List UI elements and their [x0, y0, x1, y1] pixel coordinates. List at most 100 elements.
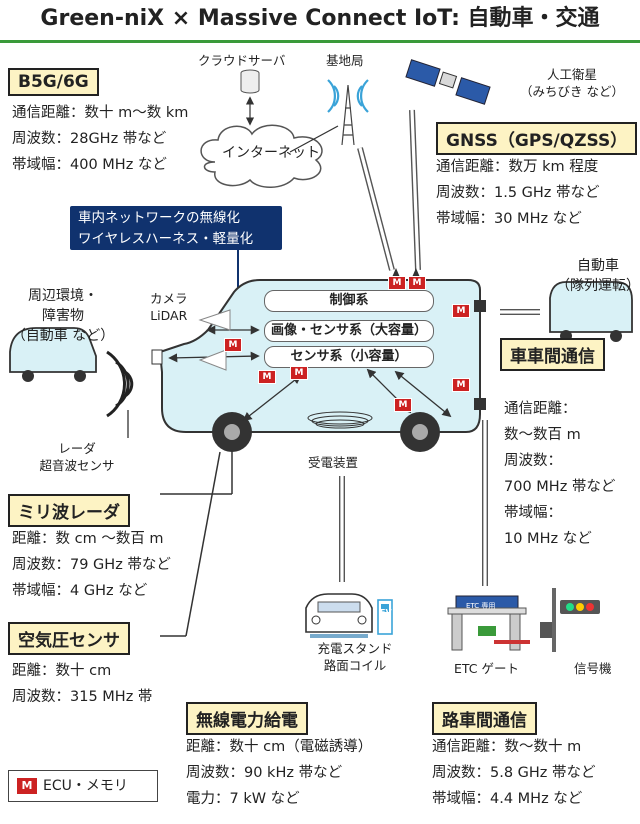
image-sensor-system: 画像・センサ系（大容量）	[264, 320, 434, 342]
spec-line: 周波数：28GHz 帯など	[12, 131, 167, 147]
etc-gate-icon	[447, 595, 530, 651]
etc-gate-sign: ETC 専用	[466, 602, 496, 610]
legend-text: ECU・メモリ	[43, 778, 128, 794]
satellite-label-line: 人工衛星	[546, 67, 597, 82]
base-station-label: 基地局	[326, 53, 364, 68]
platoon-label: 自動車 （隊列運転）	[556, 256, 640, 296]
mmwave-header: ミリ波レーダ	[8, 494, 130, 527]
v2i-spec: 通信距離：数〜数十 m 周波数：5.8 GHz 帯など 帯域幅：4.4 MHz …	[432, 734, 596, 812]
obstacle-car-icon	[9, 327, 97, 373]
radar-label-line: 超音波センサ	[39, 458, 115, 473]
tpms-header: 空気圧センサ	[8, 622, 130, 655]
satellite-label-line: （みちびき など）	[520, 84, 624, 99]
spec-line: 距離：数十 cm	[12, 663, 112, 679]
wpt-spec: 距離：数十 cm（電磁誘導） 周波数：90 kHz 帯など 電力：7 kW など	[186, 734, 372, 812]
camera-icon	[151, 349, 163, 365]
charging-car-icon	[305, 593, 373, 633]
station-label-line: 充電スタンド	[317, 641, 393, 656]
legend: M ECU・メモリ	[8, 770, 158, 802]
spec-line: 距離：数 cm 〜数百 m	[12, 531, 164, 547]
spec-line: 10 MHz など	[504, 531, 592, 547]
ecu-badge: M	[224, 338, 242, 352]
spec-line: 周波数：1.5 GHz 帯など	[436, 185, 600, 201]
radar-label-line: レーダ	[58, 441, 96, 456]
ecu-badge: M	[388, 276, 406, 290]
legend-badge: M	[17, 778, 37, 794]
spec-line: 通信距離：数十 m〜数 km	[12, 105, 189, 121]
b5g-header: B5G/6G	[8, 68, 99, 96]
surroundings-line: （自動車 など）	[11, 328, 115, 344]
v2v-header: 車車間通信	[500, 338, 605, 371]
v2i-header: 路車間通信	[432, 702, 537, 735]
callout-line: 車内ネットワークの無線化	[78, 210, 240, 226]
spec-line: 帯域幅：30 MHz など	[436, 211, 582, 227]
wpt-header: 無線電力給電	[186, 702, 308, 735]
camera-label-line: LiDAR	[150, 308, 188, 323]
spec-line: 数〜数百 m	[504, 427, 581, 443]
spec-line: 700 MHz 帯など	[504, 479, 616, 495]
satellite-label: 人工衛星 （みちびき など）	[520, 66, 624, 100]
charging-station-icon	[377, 599, 393, 635]
radar-wave-icon	[106, 350, 134, 418]
base-station-icon	[327, 79, 369, 146]
v2v-spec: 通信距離： 数〜数百 m 周波数： 700 MHz 帯など 帯域幅： 10 MH…	[504, 396, 615, 552]
receiver-label: 受電装置	[308, 455, 359, 470]
spec-line: 帯域幅：400 MHz など	[12, 157, 167, 173]
camera-label: カメラ LiDAR	[150, 290, 188, 324]
spec-line: 周波数：315 MHz 帯	[12, 689, 153, 705]
spec-line: 通信距離：	[504, 401, 577, 417]
platoon-car-icon	[549, 281, 633, 333]
internet-label: インターネット	[222, 145, 320, 161]
spec-line: 帯域幅：4.4 MHz など	[432, 791, 583, 807]
cloud-server-icon	[240, 69, 260, 94]
internet-tower-link	[289, 125, 339, 153]
spec-line: 距離：数十 cm（電磁誘導）	[186, 739, 373, 755]
mirror-icon	[474, 300, 486, 312]
receiver-coil-icon	[307, 411, 373, 429]
internet-cloud-icon	[200, 124, 323, 188]
radar-label: レーダ 超音波センサ	[22, 440, 132, 474]
tpms-spec: 距離：数十 cm 周波数：315 MHz 帯	[12, 658, 152, 710]
satellite-icon	[405, 59, 491, 105]
ecu-badge: M	[258, 370, 276, 384]
mmwave-spec: 距離：数 cm 〜数百 m 周波数：79 GHz 帯など 帯域幅：4 GHz な…	[12, 526, 171, 604]
etc-gate-label: ETC ゲート	[454, 661, 520, 676]
control-system: 制御系	[264, 290, 434, 312]
b5g-spec: 通信距離：数十 m〜数 km 周波数：28GHz 帯など 帯域幅：400 MHz…	[12, 100, 188, 178]
callout-line: ワイヤレスハーネス・軽量化	[78, 231, 254, 247]
spec-line: 周波数：	[504, 453, 562, 469]
spec-line: 周波数：5.8 GHz 帯など	[432, 765, 596, 781]
spec-line: 帯域幅：	[504, 505, 562, 521]
title-underline	[0, 40, 640, 43]
surroundings-line: 周辺環境・	[28, 288, 98, 304]
surroundings-line: 障害物	[42, 308, 84, 324]
in-vehicle-network-callout: 車内ネットワークの無線化 ワイヤレスハーネス・軽量化	[70, 206, 282, 250]
wheel-icon	[212, 412, 252, 452]
spec-line: 電力：7 kW など	[186, 791, 300, 807]
ecu-badge: M	[452, 304, 470, 318]
station-label-line: 路面コイル	[323, 658, 387, 673]
signal-label: 信号機	[574, 661, 612, 676]
spec-line: 通信距離：数万 km 程度	[436, 159, 599, 175]
spec-line: 帯域幅：4 GHz など	[12, 583, 148, 599]
gnss-spec: 通信距離：数万 km 程度 周波数：1.5 GHz 帯など 帯域幅：30 MHz…	[436, 154, 600, 232]
spec-line: 周波数：90 kHz 帯など	[186, 765, 343, 781]
platoon-label-line: （隊列運転）	[556, 278, 640, 294]
camera-label-line: カメラ	[150, 291, 188, 306]
ev-sign: EV	[380, 608, 392, 617]
spec-line: 通信距離：数〜数十 m	[432, 739, 582, 755]
page-title: Green-niX × Massive Connect IoT: 自動車・交通	[40, 6, 600, 31]
ecu-badge: M	[290, 366, 308, 380]
cloud-server-label: クラウドサーバ	[198, 53, 286, 68]
ecu-badge: M	[452, 378, 470, 392]
charging-station-label: 充電スタンド 路面コイル	[300, 640, 410, 674]
platoon-label-line: 自動車	[577, 258, 619, 274]
traffic-signal-icon	[540, 588, 600, 652]
ecu-badge: M	[394, 398, 412, 412]
surroundings-label: 周辺環境・ 障害物 （自動車 など）	[8, 286, 118, 346]
wheel-icon	[400, 412, 440, 452]
small-sensor-system: センサ系（小容量）	[264, 346, 434, 368]
gnss-header: GNSS（GPS/QZSS）	[436, 122, 638, 155]
ecu-badge: M	[408, 276, 426, 290]
